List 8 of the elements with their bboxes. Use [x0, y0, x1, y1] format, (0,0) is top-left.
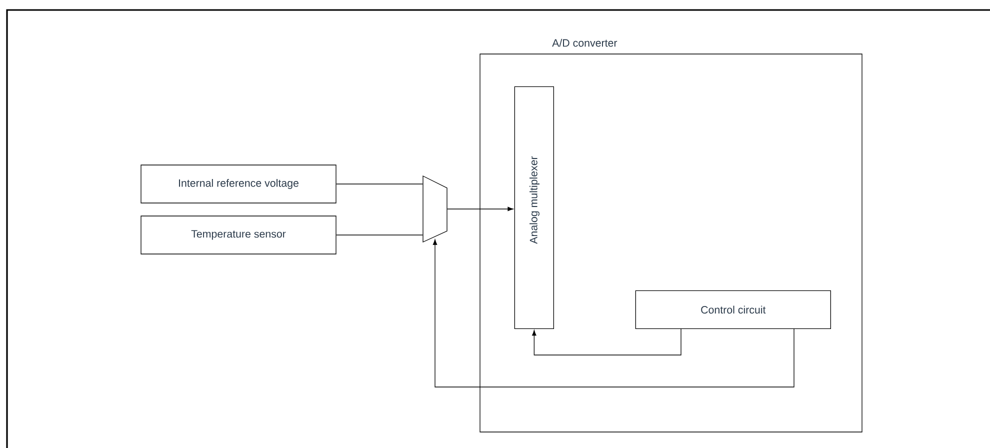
arrow: [446, 206, 514, 212]
process-box: Internal reference voltage: [140, 164, 336, 204]
process-box: Temperature sensor: [140, 216, 336, 254]
node-label: A/D converter: [552, 38, 618, 47]
multiplexer-box: Analog multiplexer: [514, 86, 554, 329]
arrow: [532, 328, 682, 356]
process-box: Control circuit: [635, 290, 831, 329]
arrow: [432, 239, 794, 388]
